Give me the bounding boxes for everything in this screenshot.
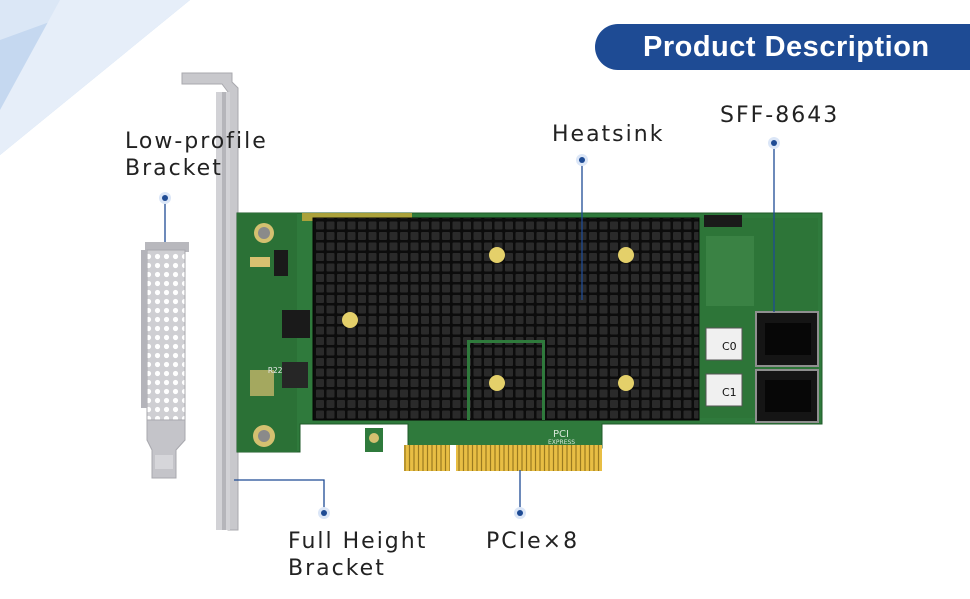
low-profile-line2: Bracket — [125, 156, 223, 181]
heatsink — [312, 217, 700, 421]
full-height-bracket-label: Full Height Bracket — [288, 528, 427, 582]
full-height-line2: Bracket — [288, 556, 386, 581]
corner-decoration — [0, 0, 190, 155]
connector-label-c0: C0 — [722, 340, 737, 353]
heatsink-label: Heatsink — [552, 122, 665, 147]
pcie-x8-label: PCIe×8 — [486, 529, 580, 554]
pcie-edge-connector: PCI EXPRESS — [404, 429, 602, 471]
silkscreen-r22: R22 — [268, 366, 283, 375]
low-profile-bracket-label: Low-profile Bracket — [125, 128, 268, 182]
sff-8643-area: C0 C1 — [700, 215, 819, 423]
product-description-banner: Product Description — [595, 24, 970, 70]
connector-label-c1: C1 — [722, 386, 737, 399]
silkscreen-express: EXPRESS — [548, 439, 575, 446]
callout-lines — [164, 143, 775, 513]
callout-dots — [159, 137, 780, 519]
low-profile-line1: Low-profile — [125, 129, 268, 154]
silkscreen-pci: PCI — [553, 429, 569, 440]
low-profile-bracket — [141, 242, 189, 479]
full-height-bracket — [181, 72, 239, 531]
full-height-line1: Full Height — [288, 529, 428, 554]
sff-8643-label: SFF-8643 — [720, 103, 840, 128]
